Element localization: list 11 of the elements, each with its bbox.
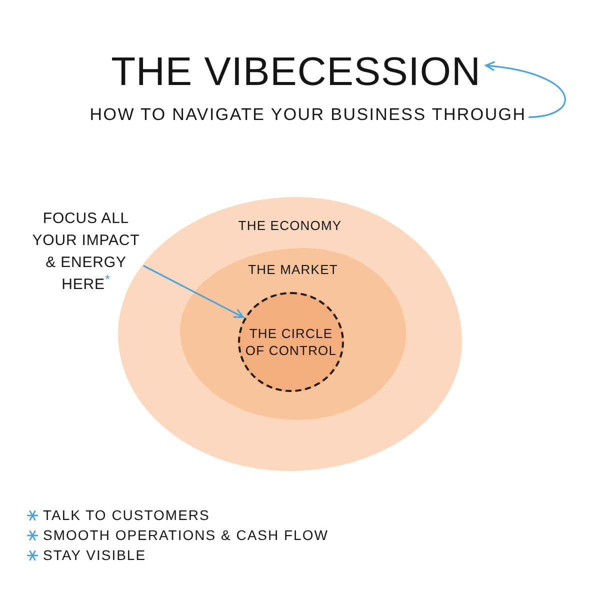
curved-arrow xyxy=(485,62,566,118)
circle-label: THE CIRCLE OF CONTROL xyxy=(245,325,337,359)
list-item-text: TALK TO CUSTOMERS xyxy=(43,507,210,523)
list-item-text: SMOOTH OPERATIONS & CASH FLOW xyxy=(43,527,328,543)
callout-text: FOCUS ALL YOUR IMPACT & ENERGY HERE$^{*}$ xyxy=(30,208,142,296)
circle-label: THE ECONOMY xyxy=(238,218,342,233)
list-item-text: STAY VISIBLE xyxy=(43,547,146,563)
subtitle: HOW TO NAVIGATE YOUR BUSINESS THROUGH xyxy=(90,106,526,125)
circle-label: THE MARKET xyxy=(248,262,338,277)
title: THE VIBECESSION xyxy=(111,50,481,94)
leader-arrow xyxy=(143,265,244,318)
